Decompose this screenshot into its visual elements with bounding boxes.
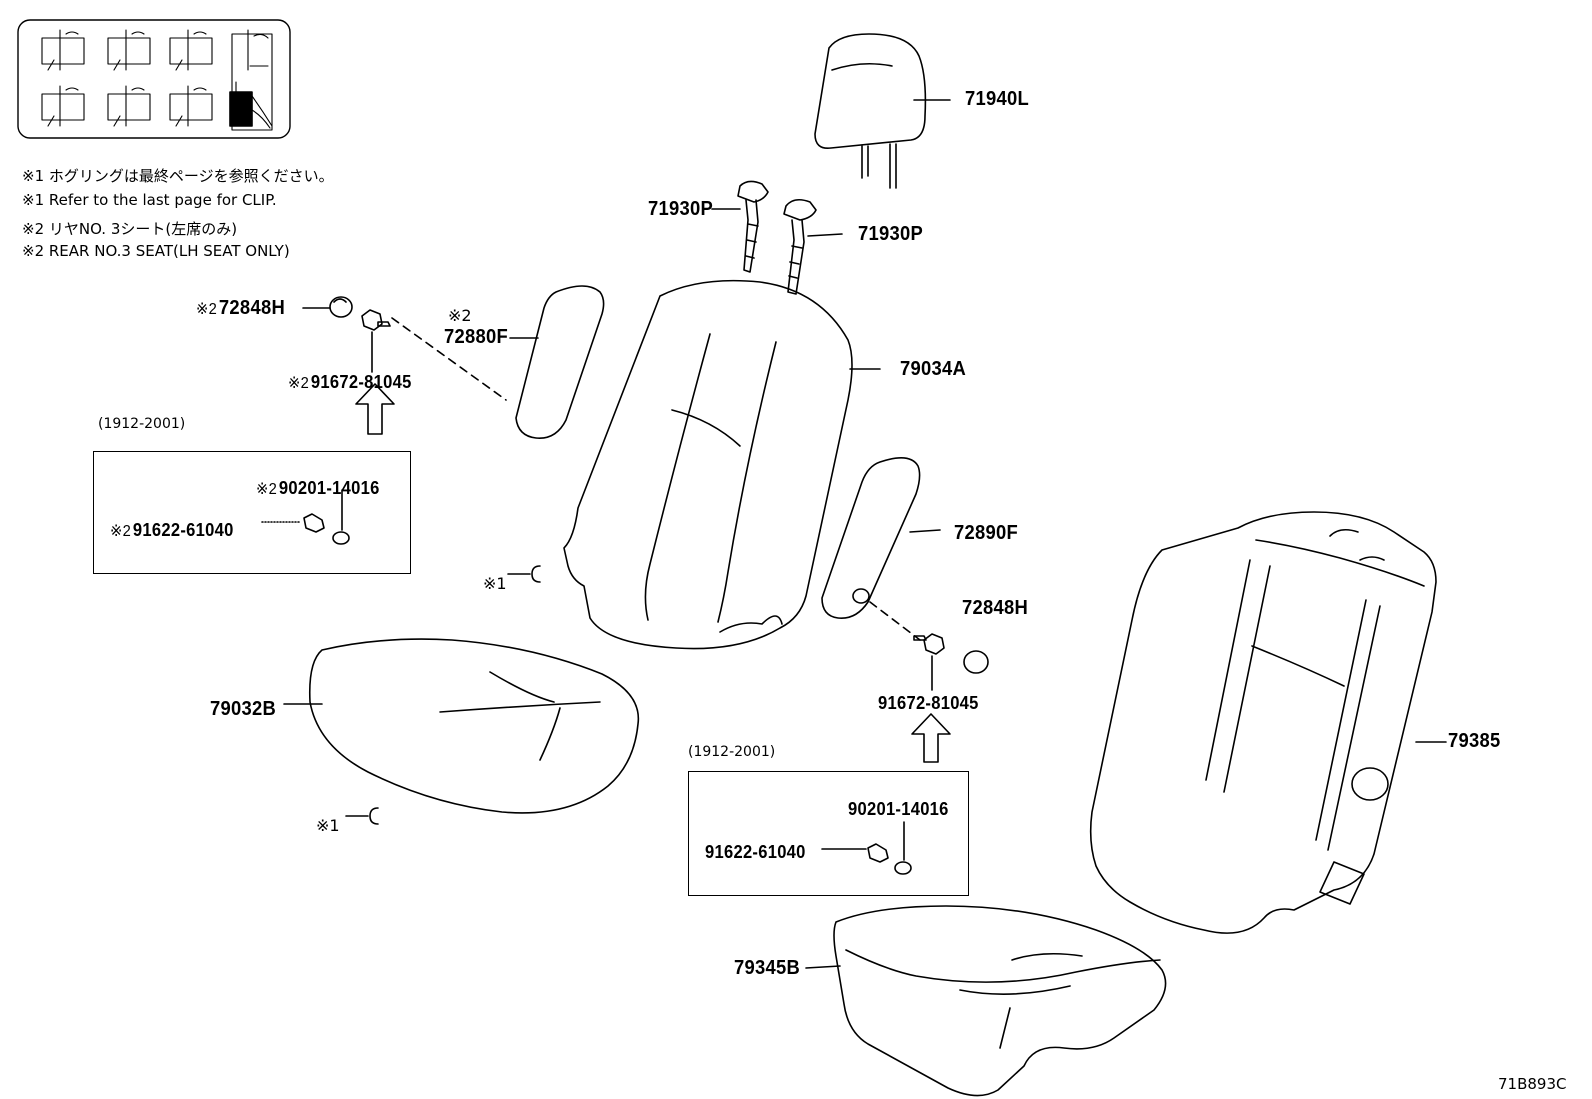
note-mark-2: ※2: [288, 375, 310, 392]
part-label-79034A[interactable]: 79034A: [900, 358, 967, 380]
headrest-support-left-drawing: [737, 180, 769, 273]
headrest-support-right-drawing: [783, 198, 817, 295]
clip-mark-1-upper: [531, 565, 541, 583]
part-label-72880F[interactable]: 72880F: [444, 326, 509, 348]
part-label-71930P-left[interactable]: 71930P: [648, 198, 714, 220]
note-mark-2: ※2: [196, 301, 218, 318]
bolt-lower-drawing: [913, 633, 945, 655]
note-mark-2: ※2: [256, 481, 278, 498]
seat-locator-icon: [17, 19, 291, 139]
leader-71930P-right: [807, 233, 843, 237]
part-label-79032B[interactable]: 79032B: [210, 698, 277, 720]
part-number: 91672-81045: [310, 372, 412, 392]
leader-72890F: [909, 529, 941, 533]
part-label-72848H-upper[interactable]: ※272848H: [196, 297, 285, 320]
note-line-1: ※1 ホグリングは最終ページを参照ください。: [22, 167, 334, 185]
part-label-91622-right[interactable]: 91622-61040: [705, 842, 806, 862]
seatback-assembly-drawing: [1089, 511, 1437, 934]
part-label-71930P-right[interactable]: 71930P: [858, 223, 924, 245]
date-range-right: (1912-2001): [688, 744, 776, 760]
note-line-2: ※1 Refer to the last page for CLIP.: [22, 191, 277, 209]
part-label-91672-lower[interactable]: 91672-81045: [878, 693, 979, 713]
clip-left-drawing: [303, 513, 350, 545]
headrest-drawing: [814, 33, 927, 189]
note-line-4: ※2 REAR NO.3 SEAT(LH SEAT ONLY): [22, 242, 290, 260]
diagram-code: 71B893C: [1498, 1075, 1567, 1093]
clip-note-mark-upper: ※1: [483, 574, 507, 593]
seat-cushion-cover-drawing: [308, 638, 640, 814]
leader-79345B: [805, 965, 841, 969]
part-number: 90201-14016: [278, 478, 380, 498]
clip-right-drawing: [867, 843, 912, 875]
arrow-up-left: [355, 383, 395, 435]
part-number: 91622-61040: [132, 520, 234, 540]
dashed-guide-upper: [391, 317, 507, 401]
dashed-guide-lower: [869, 601, 921, 641]
seatback-cover-drawing: [563, 279, 853, 650]
clip-note-mark-lower: ※1: [316, 816, 340, 835]
part-label-79385[interactable]: 79385: [1448, 730, 1501, 752]
side-pad-upper-drawing: [515, 285, 605, 439]
part-label-72848H-lower[interactable]: 72848H: [962, 597, 1029, 619]
arrow-up-right: [911, 713, 951, 763]
part-label-79345B[interactable]: 79345B: [734, 957, 801, 979]
cap-upper-drawing: [329, 296, 353, 318]
part-label-71940L[interactable]: 71940L: [965, 88, 1030, 110]
part-number: 72848H: [218, 297, 286, 319]
seat-cushion-assembly-drawing: [833, 905, 1167, 1097]
date-range-left: (1912-2001): [98, 416, 186, 432]
part-label-90201-right[interactable]: 90201-14016: [848, 799, 949, 819]
part-label-72890F[interactable]: 72890F: [954, 522, 1019, 544]
clip-mark-1-lower: [369, 807, 379, 825]
cap-lower-drawing: [963, 650, 989, 674]
applicability-box-right: [688, 771, 969, 896]
side-pad-lower-drawing: [821, 457, 921, 619]
note-mark-2: ※2: [110, 523, 132, 540]
note-line-3: ※2 リヤNO. 3シート(左席のみ): [22, 220, 238, 238]
note-mark-2-72880F: ※2: [448, 306, 472, 325]
applicability-box-left: [93, 451, 411, 574]
bolt-upper-drawing: [361, 309, 391, 331]
